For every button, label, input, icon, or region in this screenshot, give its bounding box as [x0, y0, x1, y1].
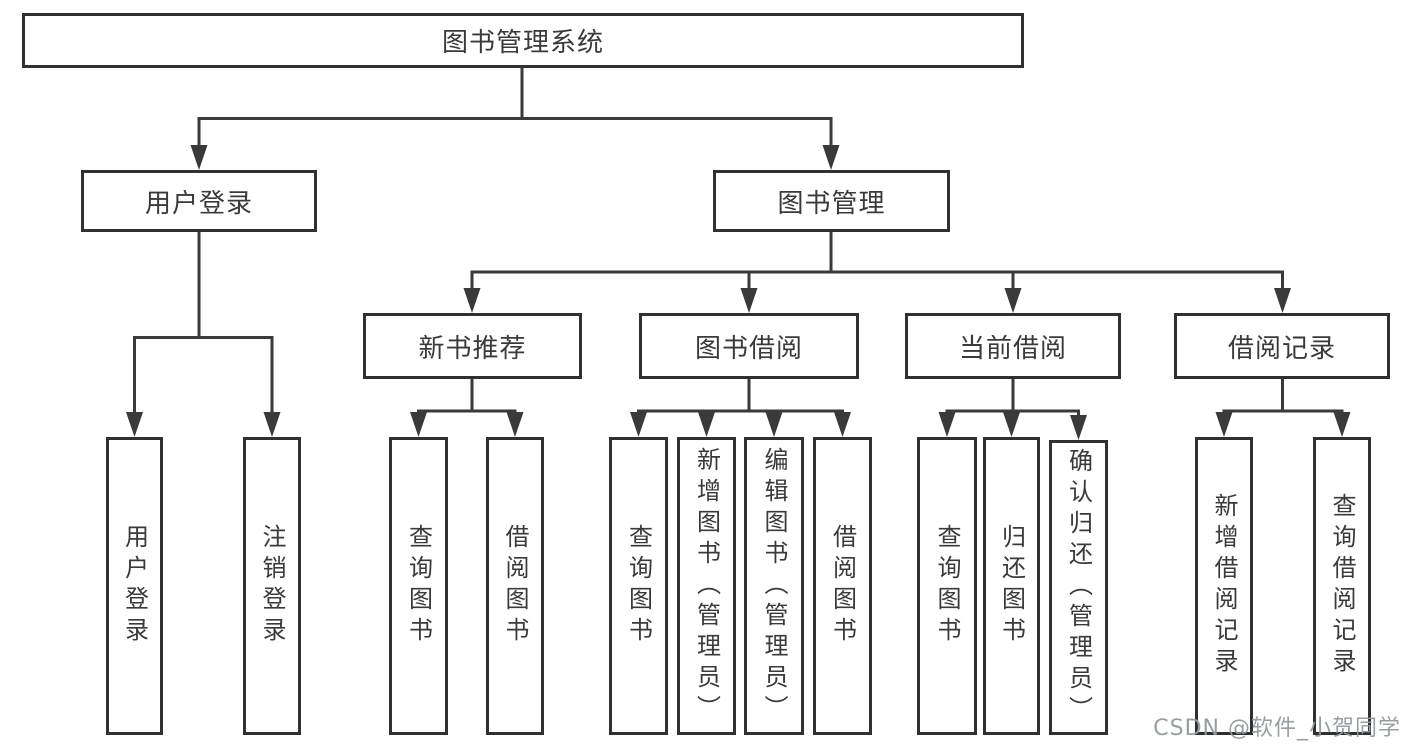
leaf-current-query-books: 查询图书 — [917, 437, 977, 735]
node-borrow-records: 借阅记录 — [1174, 313, 1390, 379]
leaf-borrow-add-books-admin-label: 新增图书（管理员） — [692, 446, 721, 726]
leaf-borrow-query-books-label: 查询图书 — [624, 524, 653, 648]
leaf-current-return-books-label: 归还图书 — [997, 524, 1026, 648]
leaf-current-query-books-label: 查询图书 — [933, 524, 961, 648]
leaf-borrow-query-books: 查询图书 — [609, 437, 668, 735]
leaf-borrow-edit-books-admin: 编辑图书（管理员） — [744, 437, 804, 735]
leaf-records-add-record: 新增借阅记录 — [1195, 437, 1253, 735]
leaf-records-add-record-label: 新增借阅记录 — [1210, 493, 1238, 679]
node-current-borrow: 当前借阅 — [905, 313, 1121, 379]
leaf-records-query-record: 查询借阅记录 — [1313, 437, 1371, 735]
leaf-borrow-borrow-books: 借阅图书 — [813, 437, 872, 735]
leaf-logout-login-label: 注销登录 — [258, 524, 286, 648]
leaf-borrow-add-books-admin: 新增图书（管理员） — [677, 437, 736, 735]
leaf-records-query-record-label: 查询借阅记录 — [1328, 493, 1356, 679]
leaf-logout-login: 注销登录 — [243, 437, 301, 735]
leaf-user-login: 用户登录 — [106, 437, 163, 735]
csdn-watermark: CSDN @软件_小贺同学 — [1153, 716, 1401, 741]
leaf-user-login-label: 用户登录 — [120, 524, 149, 648]
leaf-current-confirm-return-admin: 确认归还（管理员） — [1049, 440, 1108, 735]
node-book-management: 图书管理 — [713, 170, 950, 232]
node-book-borrow: 图书借阅 — [639, 313, 859, 379]
node-root-system: 图书管理系统 — [22, 13, 1024, 68]
leaf-recommend-query-books: 查询图书 — [389, 437, 448, 735]
leaf-current-confirm-return-admin-label: 确认归还（管理员） — [1064, 448, 1093, 727]
node-new-book-recommend: 新书推荐 — [363, 313, 582, 379]
leaf-borrow-borrow-books-label: 借阅图书 — [828, 524, 857, 648]
leaf-recommend-borrow-books-label: 借阅图书 — [501, 524, 529, 648]
leaf-current-return-books: 归还图书 — [983, 437, 1040, 735]
leaf-borrow-edit-books-admin-label: 编辑图书（管理员） — [760, 446, 788, 726]
leaf-recommend-borrow-books: 借阅图书 — [486, 437, 544, 735]
node-user-login: 用户登录 — [81, 170, 317, 232]
leaf-recommend-query-books-label: 查询图书 — [404, 524, 433, 648]
